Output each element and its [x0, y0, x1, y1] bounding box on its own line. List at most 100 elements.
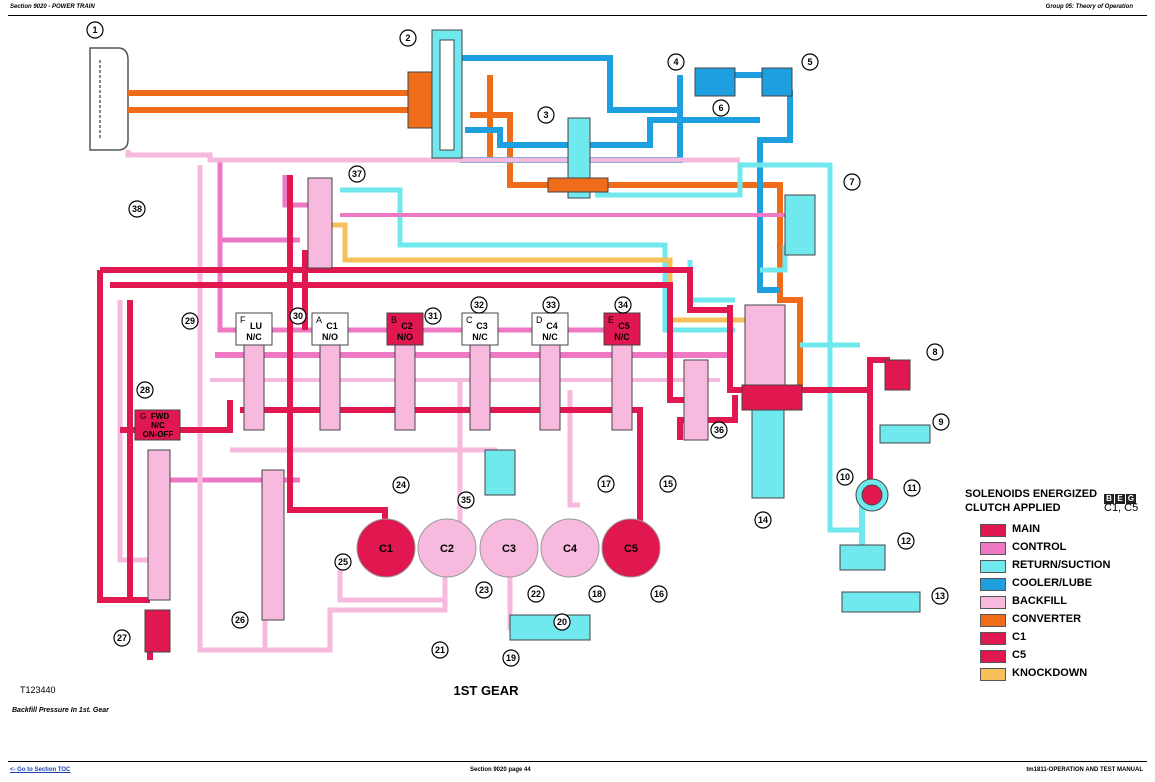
- solenoid-letter: A: [316, 315, 322, 325]
- callout-number: 9: [938, 417, 943, 427]
- legend-swatch: [980, 614, 1006, 627]
- callout-bubble: [424, 307, 442, 325]
- legend-label: MAIN: [1012, 523, 1041, 535]
- callout-bubble: [527, 585, 545, 603]
- legend-swatch: [980, 632, 1006, 645]
- callout-number: 26: [235, 615, 245, 625]
- callout-bubble: [399, 29, 417, 47]
- callout-number: 14: [758, 515, 768, 525]
- callout-number: 13: [935, 591, 945, 601]
- clutch-label: C1: [379, 543, 393, 555]
- clutch-c5: [601, 518, 661, 578]
- callout-number: 16: [654, 589, 664, 599]
- fwd-line3: ON-OFF: [143, 430, 174, 439]
- callout-number: 36: [714, 425, 724, 435]
- legend-label: KNOCKDOWN: [1012, 667, 1088, 679]
- clutch-applied-value: C1, C5: [1104, 502, 1139, 514]
- solenoid-code-badge: G: [1126, 494, 1136, 504]
- callout-bubble: [931, 587, 949, 605]
- solenoid-box: [311, 312, 349, 346]
- legend-swatch: [980, 596, 1006, 609]
- legend-label: RETURN/SUCTION: [1012, 559, 1111, 571]
- callout-number: 32: [474, 300, 484, 310]
- callout-bubble: [712, 99, 730, 117]
- callout-number: 21: [435, 645, 445, 655]
- legend-swatch: [980, 578, 1006, 591]
- solenoids-energized-label: SOLENOIDS ENERGIZED: [965, 488, 1098, 500]
- solenoid-code-badge: E: [1115, 494, 1125, 504]
- solenoid-letter: C: [466, 315, 473, 325]
- clutch-applied-label: CLUTCH APPLIED: [965, 502, 1061, 514]
- callout-number: 31: [428, 311, 438, 321]
- legend-swatch: [980, 542, 1006, 555]
- callout-number: 28: [140, 385, 150, 395]
- callout-number: 37: [352, 169, 362, 179]
- solenoid-name: C3: [476, 321, 488, 331]
- callout-number: 18: [592, 589, 602, 599]
- callout-bubble: [470, 296, 488, 314]
- callout-bubble: [289, 307, 307, 325]
- callout-number: 10: [840, 472, 850, 482]
- callout-bubble: [843, 173, 861, 191]
- bottom-rule: [8, 761, 1147, 762]
- page-number: Section 9020 page 44: [470, 767, 531, 773]
- clutch-c4: [540, 518, 600, 578]
- callout-bubble: [113, 629, 131, 647]
- solenoid-letter: D: [536, 315, 543, 325]
- callout-bubble: [588, 585, 606, 603]
- figure-caption: Backfill Pressure In 1st. Gear: [12, 707, 110, 714]
- callout-bubble: [710, 421, 728, 439]
- legend-label: CONVERTER: [1012, 613, 1082, 625]
- callout-number: 34: [618, 300, 628, 310]
- callout-bubble: [537, 106, 555, 124]
- callout-number: 6: [718, 103, 723, 113]
- callout-bubble: [903, 479, 921, 497]
- legend-swatch: [980, 524, 1006, 537]
- callout-bubble: [502, 649, 520, 667]
- figure-title: 1ST GEAR: [453, 683, 519, 698]
- solenoid-state: N/C: [246, 332, 262, 342]
- callout-number: 3: [543, 110, 548, 120]
- clutch-c3: [479, 518, 539, 578]
- solenoid-letter: E: [608, 315, 614, 325]
- solenoid-state: N/O: [397, 332, 413, 342]
- callout-bubble: [659, 475, 677, 493]
- callout-bubble: [392, 476, 410, 494]
- callout-number: 30: [293, 311, 303, 321]
- go-to-toc-link[interactable]: <- Go to Section TOC: [10, 767, 71, 773]
- callout-number: 33: [546, 300, 556, 310]
- solenoid-letter: B: [391, 315, 397, 325]
- solenoid-name: C1: [326, 321, 338, 331]
- callout-number: 17: [601, 479, 611, 489]
- callout-bubble: [542, 296, 560, 314]
- figure-id: T123440: [20, 685, 56, 695]
- callout-number: 15: [663, 479, 673, 489]
- fwd-solenoid: G FWD N/C ON-OFF: [134, 409, 181, 441]
- callout-number: 7: [849, 177, 854, 187]
- callout-bubble: [86, 21, 104, 39]
- solenoid-name: C5: [618, 321, 630, 331]
- legend-label: C1: [1012, 631, 1027, 643]
- callout-bubble: [801, 53, 819, 71]
- callout-number: 24: [396, 480, 406, 490]
- clutch-c2: [417, 518, 477, 578]
- callout-bubble: [650, 585, 668, 603]
- group-header: Group 05: Theory of Operation: [1045, 4, 1133, 10]
- callout-number: 4: [673, 57, 678, 67]
- callout-bubble: [136, 381, 154, 399]
- callout-bubble: [181, 312, 199, 330]
- fwd-letter: G: [140, 412, 146, 421]
- clutch-label: C5: [624, 543, 638, 555]
- solenoid-state: N/O: [322, 332, 338, 342]
- callout-bubble: [553, 613, 571, 631]
- clutch-label: C3: [502, 543, 516, 555]
- callout-bubble: [231, 611, 249, 629]
- callout-number: 2: [405, 33, 410, 43]
- solenoid-code-badge: B: [1104, 494, 1114, 504]
- callout-bubble: [128, 200, 146, 218]
- callout-bubble: [475, 581, 493, 599]
